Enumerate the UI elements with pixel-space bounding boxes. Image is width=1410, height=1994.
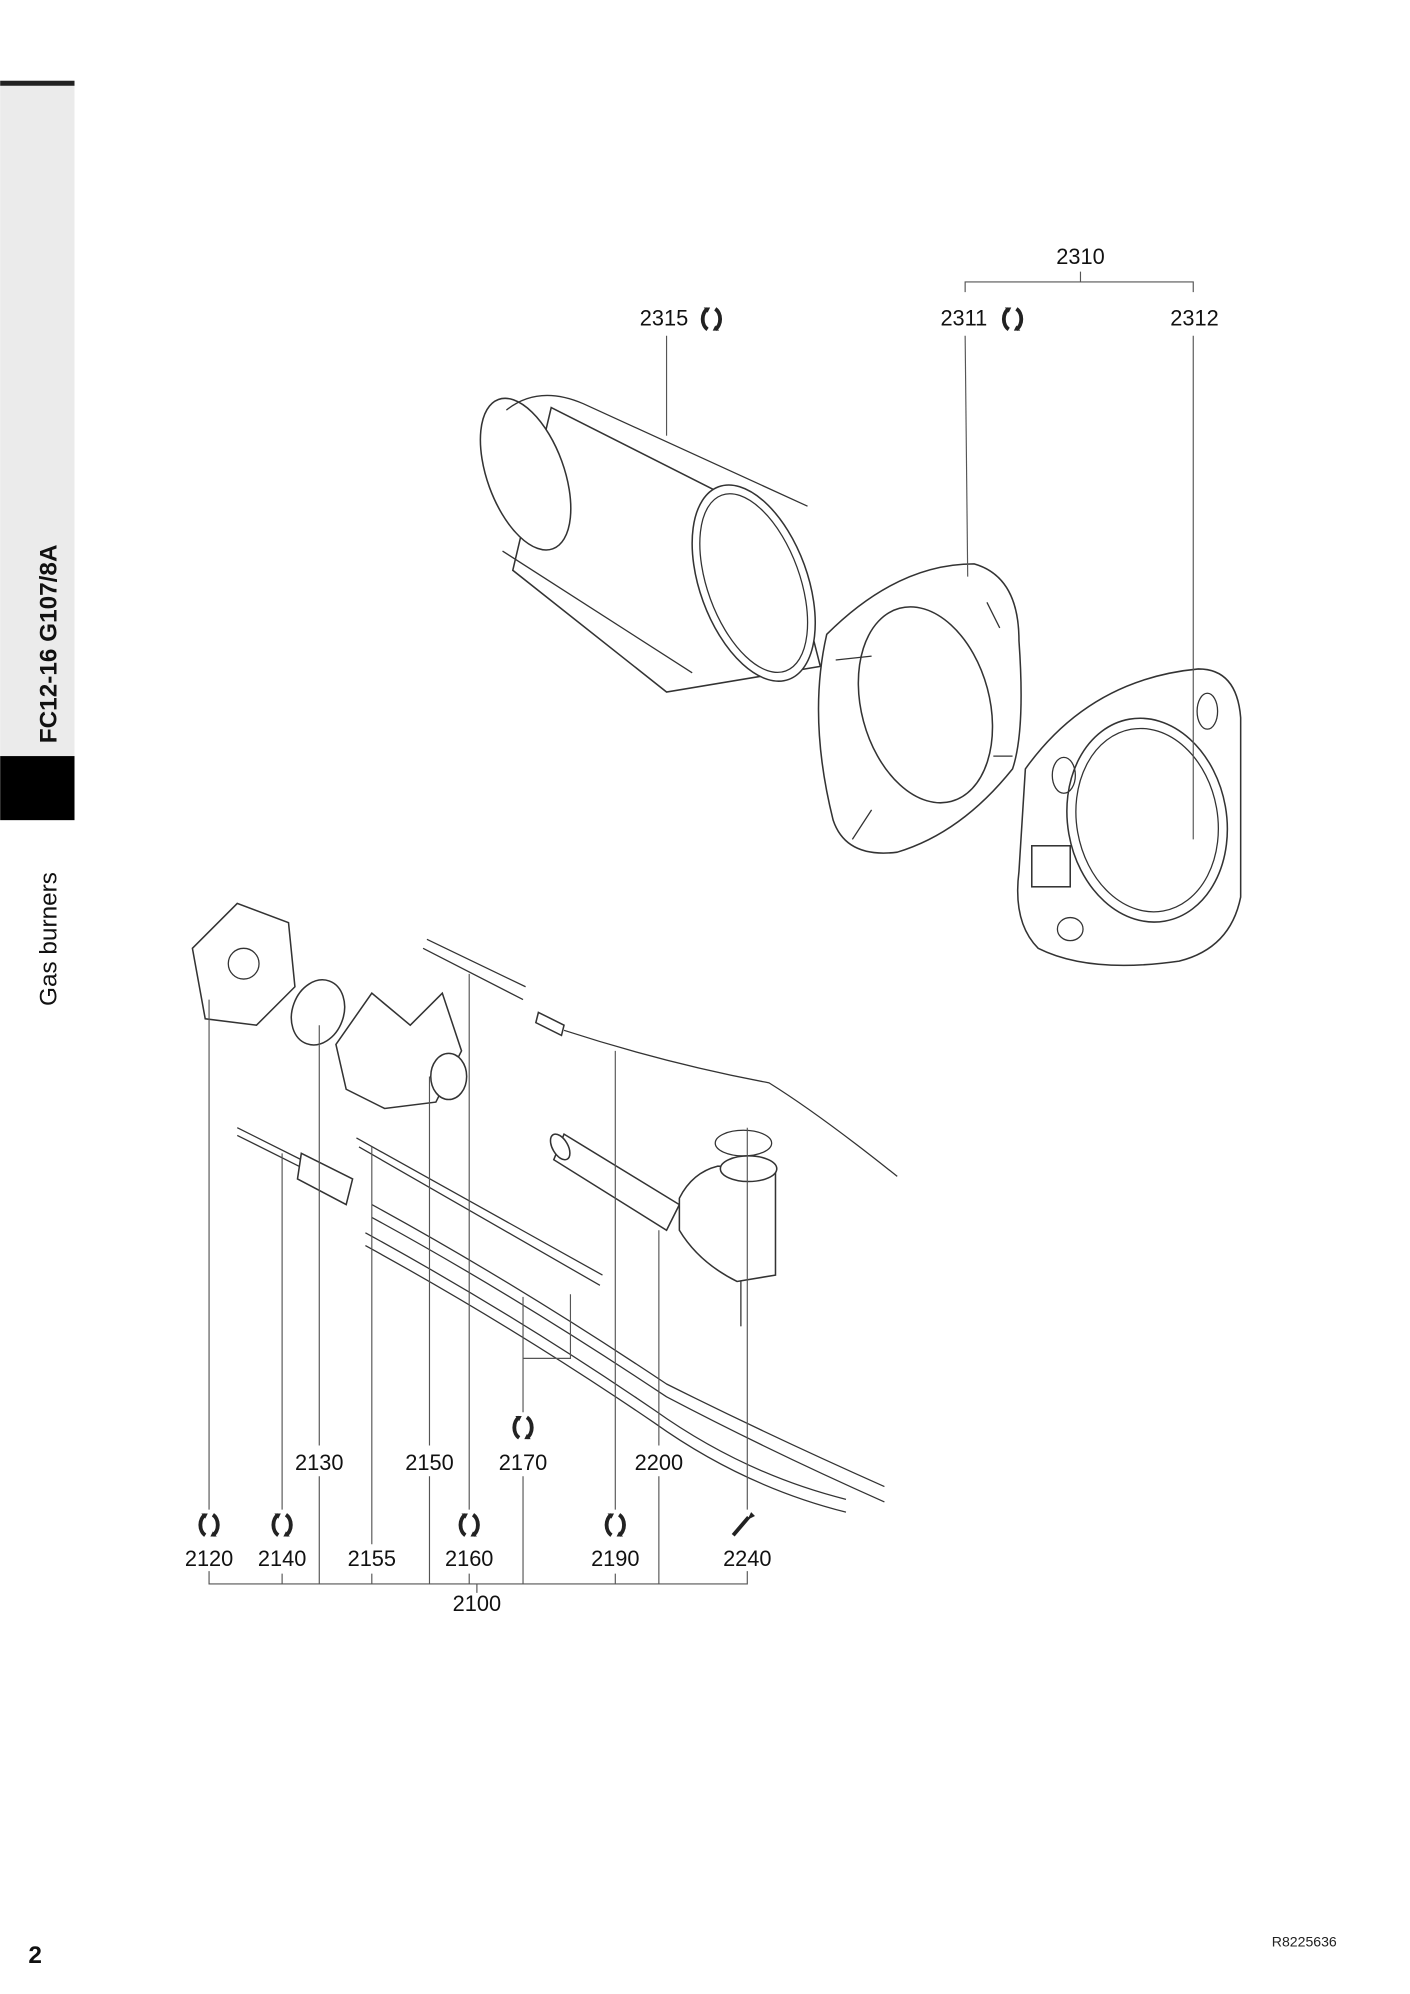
part-label-2160: 2160 (445, 1546, 493, 1571)
part-label-2130: 2130 (295, 1450, 343, 1475)
replacement-part-icon (700, 305, 723, 333)
part-label-2240: 2240 (723, 1546, 771, 1571)
flange-drawing (1016, 668, 1242, 967)
part-label-2150: 2150 (405, 1450, 453, 1475)
part-label-2155: 2155 (348, 1546, 396, 1571)
replacement-part-icon (271, 1511, 293, 1539)
part-label-2190: 2190 (591, 1546, 639, 1571)
part-label-2140: 2140 (258, 1546, 306, 1571)
wrench-icon (731, 1512, 755, 1537)
part-label-2310: 2310 (1056, 244, 1104, 269)
replacement-part-icon (458, 1511, 480, 1539)
part-label-2100: 2100 (453, 1591, 501, 1616)
part-label-2311: 2311 (940, 305, 987, 330)
replacement-part-icon (198, 1511, 220, 1539)
section-title: Gas burners (36, 872, 63, 1006)
part-label-2170: 2170 (499, 1450, 547, 1475)
model-title: FC12-16 G107/8A (36, 544, 63, 743)
part-label-2120: 2120 (185, 1546, 233, 1571)
leader-lines (208, 271, 1194, 1593)
part-label-2315: 2315 (640, 305, 688, 330)
part-label-2200: 2200 (635, 1450, 683, 1475)
flame-tube-drawing (479, 394, 822, 693)
document-code: R8225636 (1272, 1934, 1337, 1950)
replacement-part-icon (1001, 305, 1024, 333)
replacement-part-icon (604, 1511, 626, 1539)
part-label-2312: 2312 (1170, 305, 1218, 330)
gasket-drawing (817, 563, 1022, 854)
page-number: 2 (28, 1942, 42, 1969)
part-labels: 2310 2315 2311 2312 2130 2150 2170 2200 … (185, 244, 1219, 1616)
side-tab: FC12-16 G107/8A Gas burners (0, 80, 75, 1006)
replacement-part-icon (512, 1414, 534, 1442)
burner-head-drawing (191, 902, 898, 1513)
